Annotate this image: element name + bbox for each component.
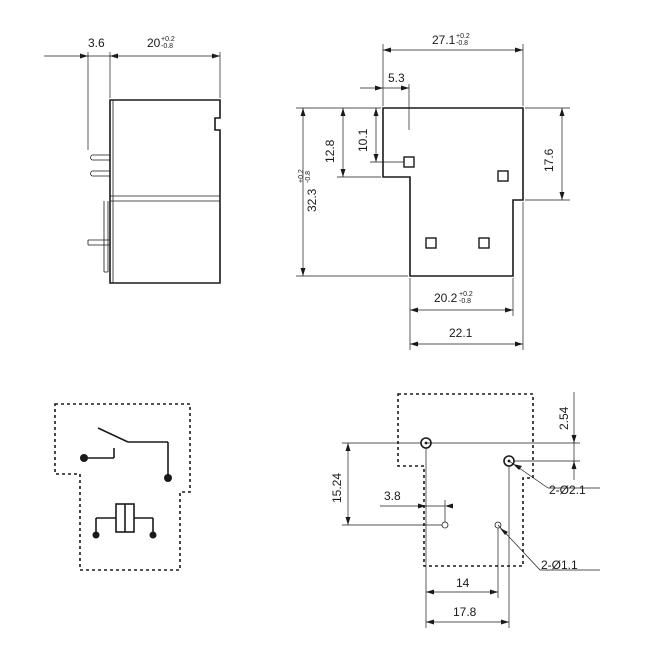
top-view-dim-17-6: 17.6 [542, 148, 556, 172]
top-view-dim-bottom-tol-minus: -0.8 [459, 298, 471, 305]
top-view-dim-10-1: 10.1 [356, 128, 370, 152]
pcb-label-large-holes: 2-Ø2.1 [549, 483, 586, 497]
side-view-pin [103, 201, 109, 273]
top-view-dim-22-1: 22.1 [449, 326, 473, 340]
top-view-dim-height: 32.3 [305, 188, 319, 212]
top-view-pin [478, 237, 490, 249]
side-view-pin [87, 239, 110, 246]
side-view: 3.6 20 +0.2 -0.8 [44, 36, 221, 284]
pcb-dim-3-8: 3.8 [384, 489, 401, 503]
top-view-dim-12-8: 12.8 [323, 139, 337, 163]
side-view-dim-width-tol-minus: -0.8 [161, 43, 173, 50]
top-view-body [382, 107, 524, 277]
top-view-pin [425, 237, 437, 249]
top-view-dim-bottom: 20.2 [434, 291, 458, 305]
side-view-pin [90, 154, 110, 161]
pcb-dim-14: 14 [456, 576, 470, 590]
top-view-dim-height-tol-plus: +0.2 [298, 169, 305, 183]
top-view-dim-notch: 5.3 [388, 71, 405, 85]
pcb-small-hole [441, 521, 449, 529]
top-view-dim-width: 27.1 [432, 33, 456, 47]
side-view-dim-width-tol-plus: +0.2 [161, 36, 175, 43]
relay-schematic [54, 403, 191, 571]
top-view-dim-width-tol-minus: -0.8 [456, 40, 468, 47]
switch-no-terminal [164, 474, 172, 482]
pcb-label-small-holes: 2-Ø1.1 [541, 558, 578, 572]
coil-terminal [149, 531, 157, 539]
pcb-dim-2-54: 2.54 [557, 406, 571, 430]
top-view-dim-width-tol-plus: +0.2 [456, 33, 470, 40]
pcb-dim-17-8: 17.8 [453, 605, 477, 619]
top-view-dim-height-tol-minus: -0.8 [305, 171, 312, 183]
switch-contact-arm [97, 427, 129, 443]
top-view: 27.1 +0.2 -0.8 5.3 32.3 +0.2 -0.8 12.8 1… [296, 33, 570, 350]
pcb-layout: 2.54 15.24 3.8 2-Ø2.1 2-Ø1.1 14 [330, 392, 600, 628]
top-view-pin [497, 170, 509, 182]
schematic-outline [54, 403, 191, 571]
top-view-dim-bottom-tol-plus: +0.2 [459, 291, 473, 298]
side-view-pin [90, 170, 110, 177]
side-view-body [109, 99, 221, 284]
pcb-dim-15-24: 15.24 [330, 473, 344, 503]
pcb-outline [397, 393, 534, 567]
coil-terminal [92, 531, 100, 539]
top-view-pin [403, 156, 415, 168]
side-view-dim-pin-offset: 3.6 [88, 36, 105, 50]
side-view-dim-width: 20 [147, 36, 161, 50]
